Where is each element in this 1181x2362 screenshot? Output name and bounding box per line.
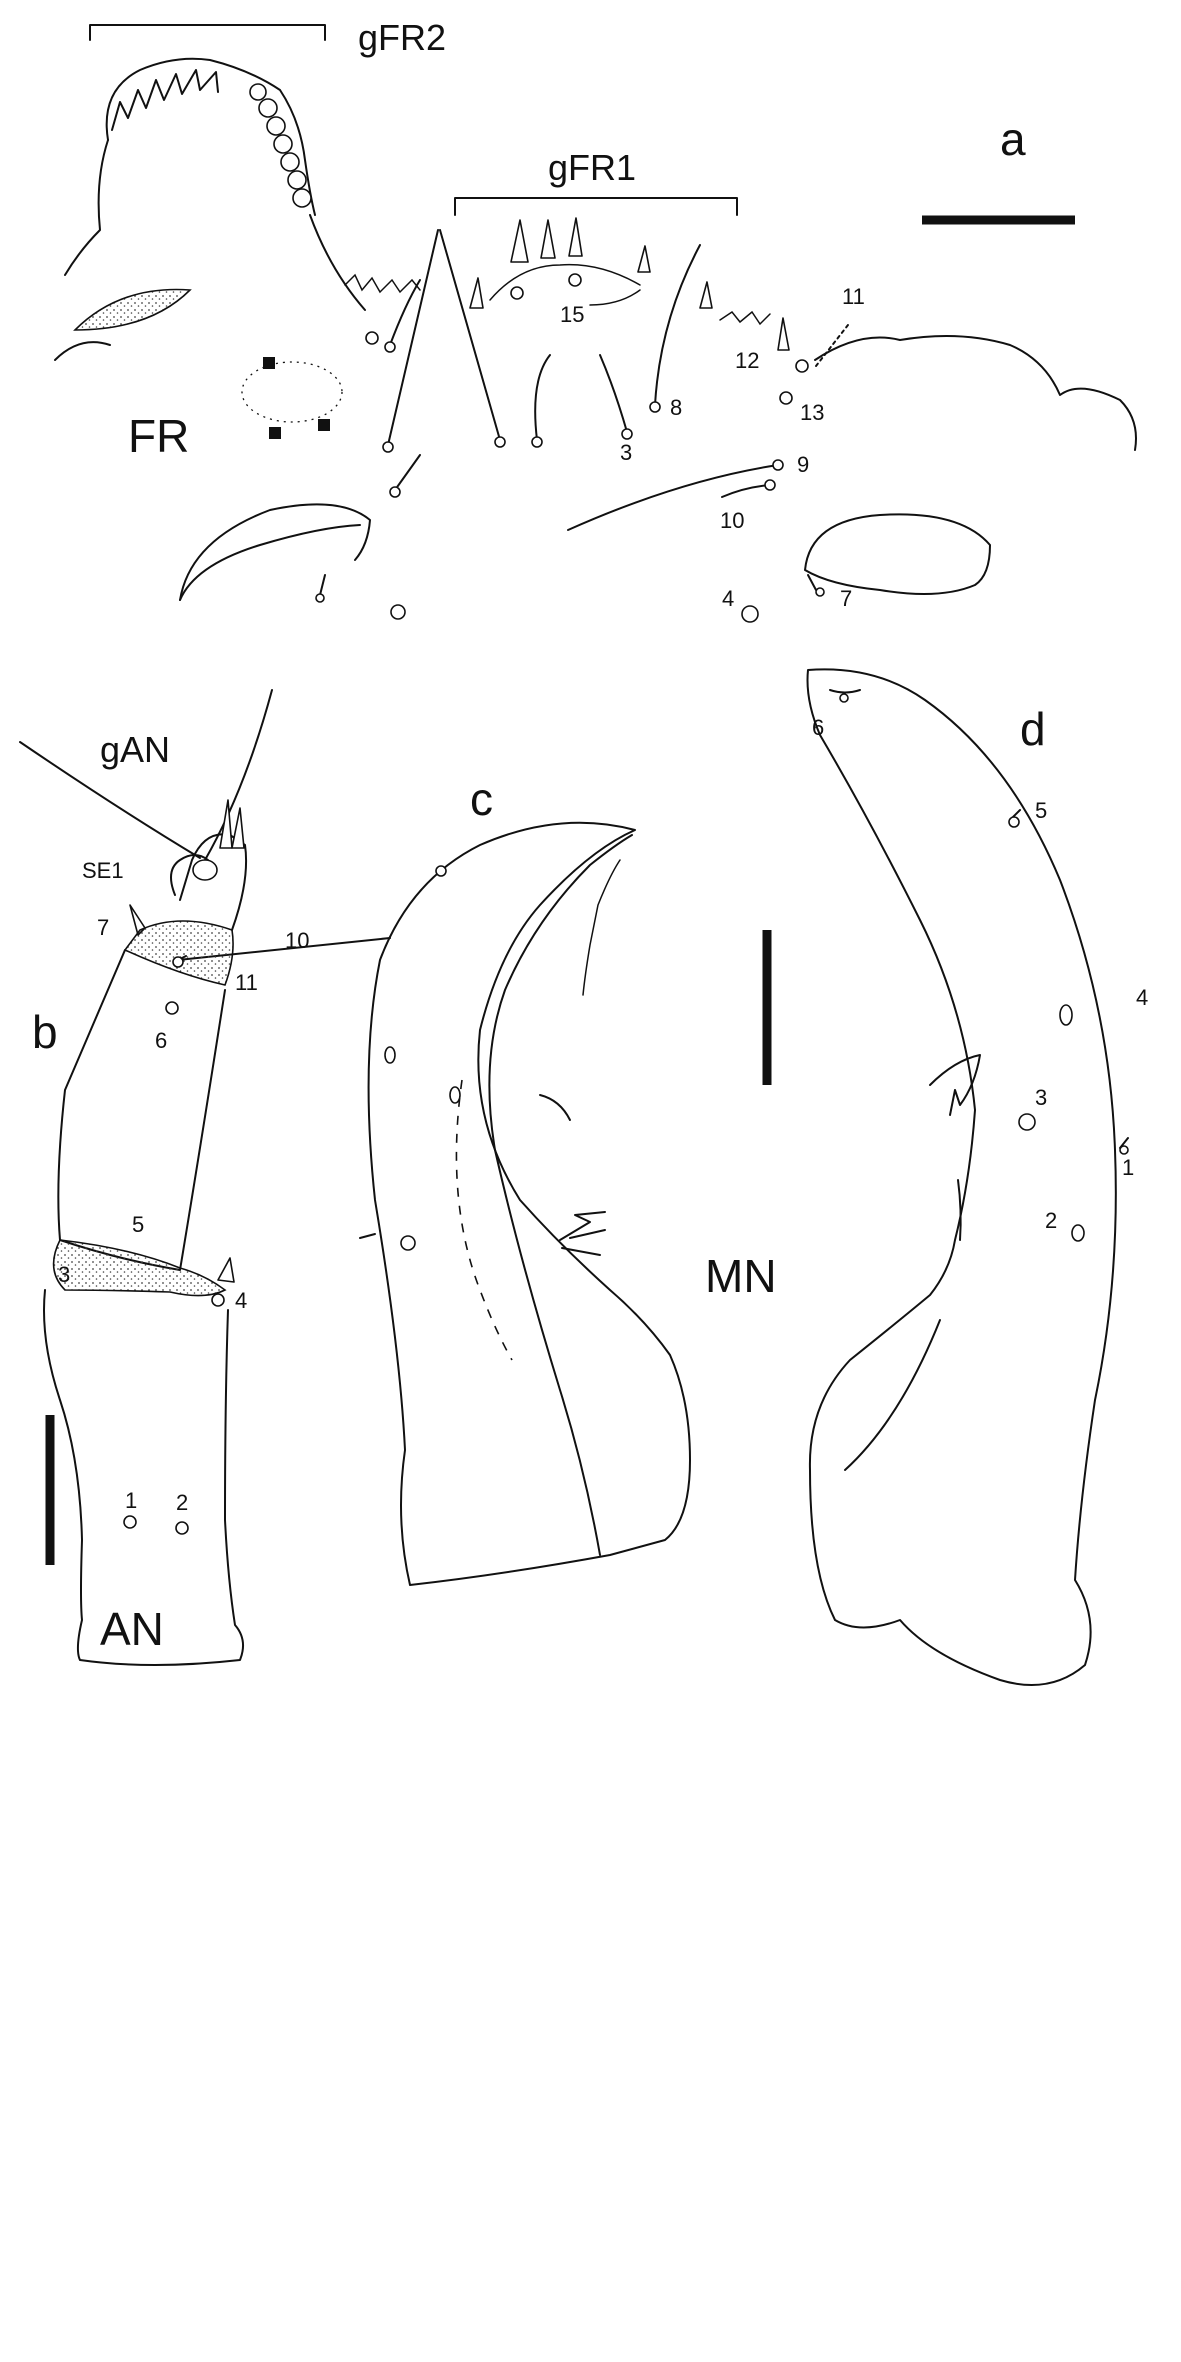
frons-setae [382, 229, 784, 531]
panel-letter-c: c [470, 773, 493, 825]
seta-label-12: 12 [735, 348, 759, 373]
left-stippled-lobe [73, 288, 192, 331]
seta-label-4: 4 [722, 586, 734, 611]
seta-label-13: 13 [800, 400, 824, 425]
label-mn: MN [705, 1250, 777, 1302]
clypeal-spines [469, 217, 790, 351]
seta-label-b3: 3 [58, 1262, 70, 1287]
panel-b: b gAN SE1 AN 7 10 11 6 [19, 689, 391, 1666]
label-gfr2: gFR2 [358, 17, 446, 58]
bracket-gfr2 [89, 24, 326, 41]
seta-label-b2: 2 [176, 1490, 188, 1515]
antenna-segment-3 [179, 833, 248, 931]
mandible-c-outline [367, 821, 691, 1586]
seta-label-b6: 6 [155, 1028, 167, 1053]
panel-d: d MN 6 5 4 3 1 2 [705, 668, 1148, 1686]
seta-label-10: 10 [720, 508, 744, 533]
label-fr: FR [128, 410, 189, 462]
label-an: AN [100, 1603, 164, 1655]
seta-label-7: 7 [840, 586, 852, 611]
panel-letter-b: b [32, 1006, 58, 1058]
label-gfr1: gFR1 [548, 147, 636, 188]
mandible-d-outline [806, 668, 1117, 1686]
anterior-margin-right [589, 289, 771, 326]
seta-label-15: 15 [560, 302, 584, 327]
seta-label-d1: 1 [1122, 1155, 1134, 1180]
anterior-margin-left [344, 273, 421, 294]
antenna-membrane-2 [52, 1239, 227, 1297]
seta-label-d5: 5 [1035, 798, 1047, 823]
panel-letter-a: a [1000, 113, 1026, 165]
organ-squares [263, 357, 330, 439]
seta-label-b7: 7 [97, 915, 109, 940]
seta-label-3: 3 [620, 440, 632, 465]
dotted-organ [241, 361, 343, 423]
bracket-gfr1 [454, 197, 738, 216]
frons-right-outline [814, 335, 1137, 451]
seta-label-b11: 11 [235, 970, 258, 995]
frons-pores [365, 273, 809, 623]
panel-c: c [359, 773, 691, 1586]
seta-label-d6: 6 [812, 715, 824, 740]
panel-a: gFR2 gFR1 a F [54, 17, 1137, 623]
label-se1: SE1 [82, 858, 124, 883]
seta-label-11: 11 [842, 284, 865, 309]
seta-label-9: 9 [797, 452, 809, 477]
seta-label-b10: 10 [285, 928, 309, 953]
right-lower-lobe [804, 513, 991, 595]
label-gan: gAN [100, 729, 170, 770]
panel-letter-d: d [1020, 703, 1046, 755]
antenna-segment-1 [43, 1289, 245, 1666]
seta-label-8: 8 [670, 395, 682, 420]
seta-label-d2: 2 [1045, 1208, 1057, 1233]
gfr2-comb [64, 57, 366, 311]
seta-label-b1: 1 [125, 1488, 137, 1513]
left-lower-lobe [179, 503, 371, 601]
anterior-margin-center [489, 263, 641, 301]
antenna-membrane-1 [123, 920, 234, 986]
sensillum-se1 [170, 854, 209, 896]
seta-label-d3: 3 [1035, 1085, 1047, 1110]
seta-label-b4: 4 [235, 1288, 247, 1313]
seta-label-b5: 5 [132, 1212, 144, 1237]
seta-label-d4: 4 [1136, 985, 1148, 1010]
